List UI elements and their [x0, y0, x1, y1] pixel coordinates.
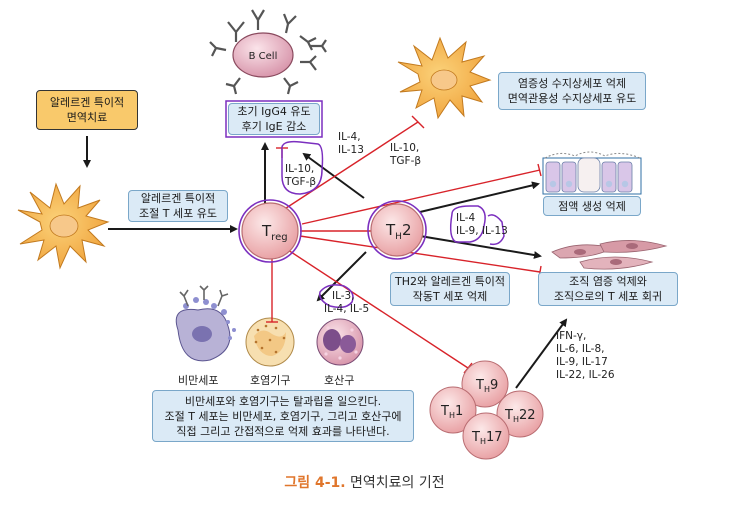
th-cytokines-label: IFN-γ, IL-6, IL-8, IL-9, IL-17 IL-22, IL… [556, 330, 615, 382]
il4-il13-top-line-1: IL-4, [338, 131, 361, 143]
il4-il9-il13-label: IL-4 IL-9, IL-13 [456, 212, 508, 238]
induce-treg-box: 알레르겐 특이적 조절 T 세포 유도 [128, 190, 228, 222]
il10-tgfb-right-line-1: IL-10, [390, 142, 420, 154]
il10-tgfb-left-line-1: IL-10, [285, 163, 315, 175]
th1-label: TH1 [440, 404, 463, 420]
th-cytokines-line-2: IL-6, IL-8, [556, 343, 605, 355]
igg4-line-1: 초기 IgG4 유도 [237, 105, 311, 118]
th-cytokines-line-3: IL-9, IL-17 [556, 356, 608, 368]
treg-label: Treg [261, 222, 288, 243]
effector-note-line-3: 직접 그리고 간접적으로 억제 효과를 나타낸다. [176, 424, 390, 438]
il4-il13-top-line-2: IL-13 [338, 144, 364, 156]
il3-il4-il5-line-2: IL-4, IL-5 [324, 303, 370, 315]
effector-note-line-2: 조절 T 세포는 비만세포, 호염기구, 그리고 호산구에 [164, 409, 402, 423]
il10-tgfb-right-label: IL-10, TGF-β [390, 142, 421, 168]
th-cytokines-line-4: IL-22, IL-26 [556, 369, 615, 381]
mast-cell-label: 비만세포 [178, 374, 219, 387]
il4-il9-il13-line-1: IL-4 [456, 212, 476, 224]
inhibition-lines [266, 115, 542, 374]
th17-label: TH17 [471, 430, 503, 446]
il10-tgfb-left-label: IL-10, TGF-β [285, 163, 316, 189]
mast-cell [175, 285, 236, 362]
th9-label: TH9 [475, 378, 498, 394]
mucus-box: 점액 생성 억제 [543, 196, 641, 216]
th22-label: TH22 [504, 408, 536, 424]
tissue-line-1: 조직 염증 억제와 [569, 275, 647, 288]
activation-arrows [83, 136, 568, 389]
allergen-immunotherapy-box: 알레르겐 특이적 면역치료 [36, 90, 138, 130]
b-cell-label: B Cell [249, 51, 278, 62]
tissue-box: 조직 염증 억제와 조직으로의 T 세포 회귀 [538, 272, 678, 306]
induce-treg-line-2: 조절 T 세포 유도 [139, 207, 217, 220]
epithelium-illustration [542, 151, 642, 195]
th2-suppress-line-2: 작동T 세포 억제 [412, 290, 488, 303]
th-cytokines-line-1: IFN-γ, [556, 330, 587, 342]
dc-suppress-box: 염증성 수지상세포 억제 면역관용성 수지상세포 유도 [498, 72, 646, 110]
il3-il4-il5-label: IL-3, IL-4, IL-5 [324, 290, 369, 316]
dendritic-cell-left [17, 182, 110, 270]
th2-suppress-box: TH2와 알레르겐 특이적 작동T 세포 억제 [390, 272, 510, 306]
th2-cell: TH2 [367, 200, 427, 260]
b-cell: B Cell [209, 9, 327, 95]
allergen-immunotherapy-line-2: 면역치료 [66, 111, 108, 124]
effector-note-line-1: 비만세포와 호염기구는 탈과립을 일으킨다. [184, 394, 382, 408]
allergen-immunotherapy-line-1: 알레르겐 특이적 [49, 96, 125, 109]
dc-suppress-line-1: 염증성 수지상세포 억제 [517, 77, 627, 90]
th2-label: TH2 [385, 221, 412, 242]
figure-caption: 그림 4-1. 면역치료의 기전 [0, 472, 729, 492]
il10-tgfb-left-line-2: TGF-β [285, 176, 317, 188]
tissue-illustration [551, 240, 668, 270]
th2-suppress-line-1: TH2와 알레르겐 특이적 [395, 275, 505, 288]
treg-cell: Treg [238, 199, 302, 263]
eosinophil [316, 318, 364, 366]
igg4-line-2: 후기 IgE 감소 [241, 120, 307, 133]
effector-note-box: 비만세포와 호염기구는 탈과립을 일으킨다. 조절 T 세포는 비만세포, 호염… [152, 390, 414, 442]
dendritic-cell-top-right [397, 36, 492, 120]
figure-number: 그림 4-1. [284, 475, 346, 491]
igg4-box: 초기 IgG4 유도 후기 IgE 감소 [228, 103, 320, 135]
basophil [245, 317, 295, 367]
th-cell-cluster: TH9 TH1 TH22 TH17 [429, 360, 544, 460]
tissue-line-2: 조직으로의 T 세포 회귀 [553, 290, 663, 303]
figure-title: 면역치료의 기전 [350, 475, 445, 491]
dc-suppress-line-2: 면역관용성 수지상세포 유도 [507, 92, 637, 105]
mucus-line-1: 점액 생성 억제 [558, 199, 626, 213]
eosinophil-label: 호산구 [324, 374, 355, 387]
il4-il9-il13-line-2: IL-9, IL-13 [456, 225, 508, 237]
il3-il4-il5-line-1: IL-3, [332, 290, 355, 302]
basophil-label: 호염기구 [250, 374, 291, 387]
il4-il13-top-label: IL-4, IL-13 [338, 131, 364, 157]
induce-treg-line-1: 알레르겐 특이적 [140, 192, 216, 205]
il10-tgfb-right-line-2: TGF-β [390, 155, 422, 167]
